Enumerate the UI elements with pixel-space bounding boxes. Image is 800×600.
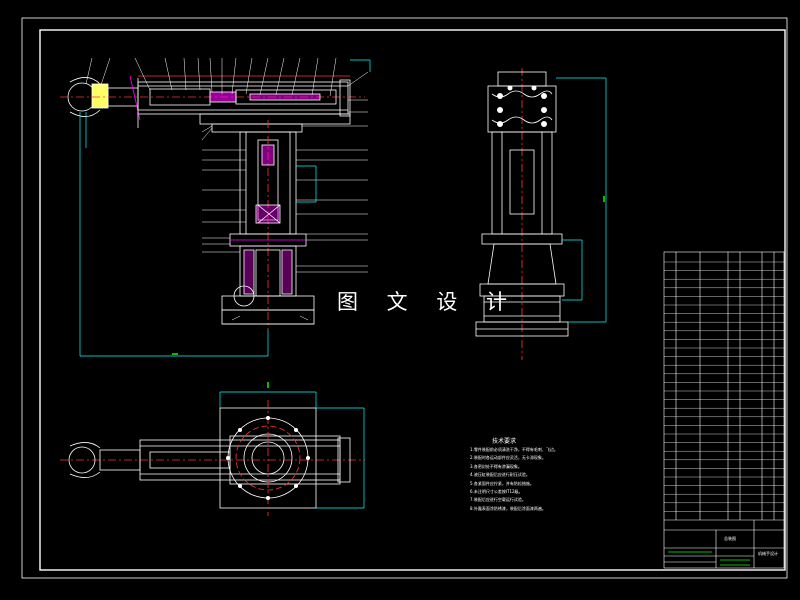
title-block-green-marks (668, 551, 750, 566)
tech-notes-title: 技术要求 (492, 438, 517, 445)
tech-note: 1.零件装配前必须清洗干净，不得有毛刺、飞边。 (470, 447, 558, 452)
drawing-title: 总装图 (724, 536, 736, 541)
side-view (475, 68, 607, 360)
tech-note: 3.各密封处不得有渗漏现象。 (470, 463, 522, 469)
tech-notes-list: 1.零件装配前必须清洗干净，不得有毛刺、飞边。 2.装配时各运动部件应灵活，无卡… (470, 446, 558, 513)
inner-frame (39, 29, 786, 571)
front-view (60, 57, 371, 357)
tech-note: 4.液压缸装配后应进行耐压试验。 (470, 472, 530, 478)
drawing-name: 机械手设计 (758, 551, 778, 556)
parts-list-rows (664, 261, 784, 512)
tech-note: 6.未注明尺寸公差按IT12级。 (470, 489, 523, 495)
outer-frame (21, 17, 788, 579)
top-view (60, 382, 365, 516)
tech-note: 5.各紧固件应拧紧，并有防松措施。 (470, 480, 534, 486)
tech-note: 8.外露表面涂防锈漆，装配后涂面漆两遍。 (470, 505, 546, 511)
watermark: 图 文 设 计 (337, 290, 519, 314)
title-block (664, 519, 784, 568)
tech-note: 2.装配时各运动部件应灵活，无卡滞现象。 (470, 455, 546, 461)
tech-note: 7.装配后应进行空载运行试验。 (470, 497, 526, 503)
parts-list (663, 251, 785, 569)
